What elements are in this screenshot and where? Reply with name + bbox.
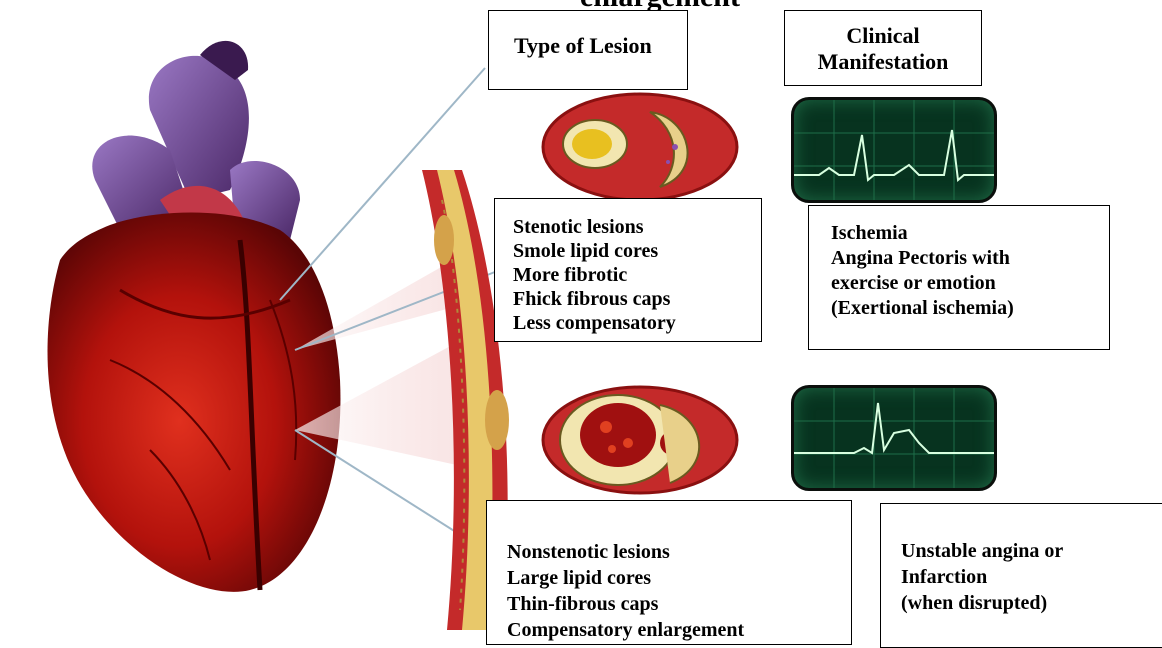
stenotic-line-1: Stenotic lesions xyxy=(513,215,761,239)
stenotic-line-4: Fhick fibrous caps xyxy=(513,287,761,311)
clinical-header-line-1: Clinical xyxy=(785,23,981,49)
ischemia-line-4: (Exertional ischemia) xyxy=(831,296,1109,321)
ecg-st-elevation-monitor xyxy=(791,385,997,491)
nonstenotic-lesion-box: Nonstenotic lesions Large lipid cores Th… xyxy=(486,500,852,645)
stenotic-artery-cross-section xyxy=(540,92,740,202)
type-of-lesion-header: Type of Lesion xyxy=(488,10,688,90)
ecg-normal-monitor xyxy=(791,97,997,203)
ischemia-line-1: Ischemia xyxy=(831,221,1109,246)
unstable-angina-manifestation-box: Unstable angina or Infarction (when disr… xyxy=(880,503,1162,648)
ischemia-line-3: exercise or emotion xyxy=(831,271,1109,296)
nonstenotic-artery-cross-section xyxy=(540,385,750,495)
clinical-header-line-2: Manifestation xyxy=(785,49,981,75)
ischemia-manifestation-box: Ischemia Angina Pectoris with exercise o… xyxy=(808,205,1110,350)
ecg-normal-trace xyxy=(794,130,994,180)
ecg-st-elevation-trace xyxy=(794,403,994,453)
unstable-line-3: (when disrupted) xyxy=(901,590,1162,616)
nonstenotic-line-1: Nonstenotic lesions xyxy=(507,539,851,565)
stenotic-line-5: Less compensatory xyxy=(513,311,761,335)
unstable-line-2: Infarction xyxy=(901,564,1162,590)
ischemia-line-2: Angina Pectoris with xyxy=(831,246,1109,271)
stenotic-lesion-box: Stenotic lesions Smole lipid cores More … xyxy=(494,198,762,342)
unstable-line-1: Unstable angina or xyxy=(901,538,1162,564)
nonstenotic-line-4: Compensatory enlargement xyxy=(507,617,851,643)
nonstenotic-line-2: Large lipid cores xyxy=(507,565,851,591)
clinical-manifestation-header: Clinical Manifestation xyxy=(784,10,982,86)
stenotic-line-2: Smole lipid cores xyxy=(513,239,761,263)
stenotic-line-3: More fibrotic xyxy=(513,263,761,287)
type-of-lesion-label: Type of Lesion xyxy=(514,33,652,58)
nonstenotic-line-3: Thin-fibrous caps xyxy=(507,591,851,617)
